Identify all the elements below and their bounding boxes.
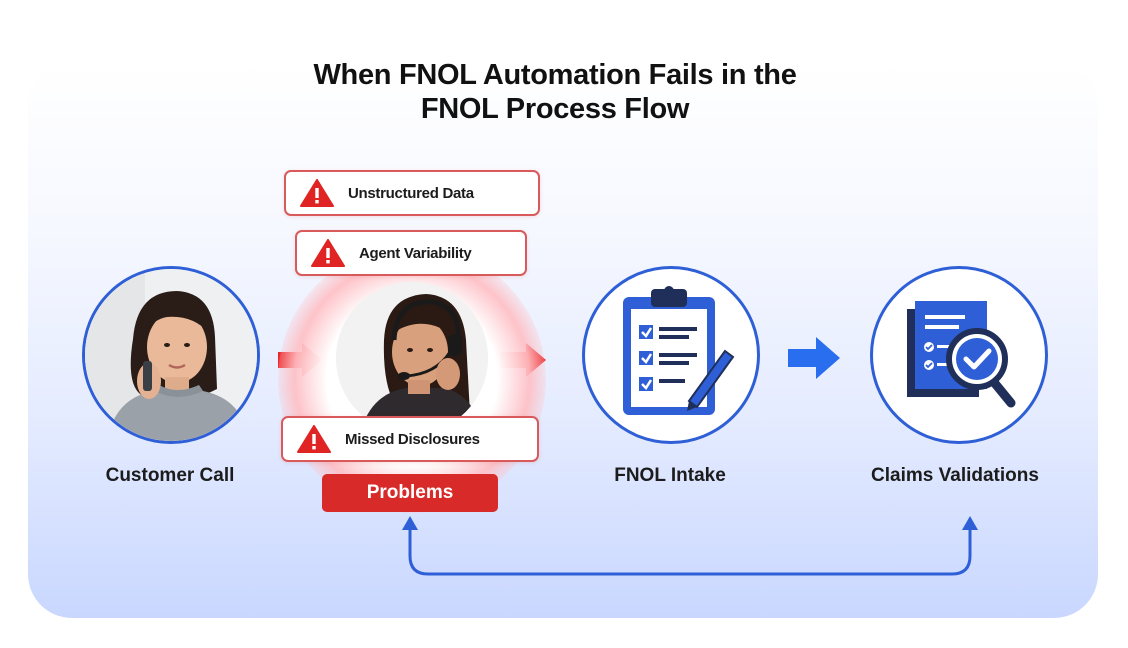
warning-triangle-icon [297, 425, 331, 453]
blue-arrow-icon [788, 337, 840, 379]
problem-agent-variability: Agent Variability [295, 230, 527, 276]
problem-unstructured-data: Unstructured Data [284, 170, 540, 216]
diagram-title: When FNOL Automation Fails in the FNOL P… [0, 58, 1110, 126]
problem-label: Unstructured Data [348, 184, 474, 202]
document-magnifier-check-icon [907, 301, 1016, 408]
problems-badge: Problems [322, 474, 498, 512]
warning-triangle-icon [300, 179, 334, 207]
problem-label: Agent Variability [359, 244, 472, 262]
call-agent-photo [336, 282, 488, 434]
warning-triangle-icon [311, 239, 345, 267]
feedback-loop-arrow [402, 516, 978, 576]
customer-call-photo [82, 266, 260, 444]
claims-validations-label: Claims Validations [871, 465, 1039, 486]
title-line-2: FNOL Process Flow [420, 93, 690, 125]
problem-missed-disclosures: Missed Disclosures [281, 416, 539, 462]
claims-validations-node [870, 266, 1048, 444]
fnol-intake-node [582, 266, 760, 444]
customer-call-label: Customer Call [105, 465, 235, 486]
title-line-1: When FNOL Automation Fails in the [313, 59, 797, 91]
problem-label: Missed Disclosures [345, 430, 480, 448]
fnol-intake-label: FNOL Intake [614, 465, 726, 486]
clipboard-checklist-icon [623, 286, 735, 415]
